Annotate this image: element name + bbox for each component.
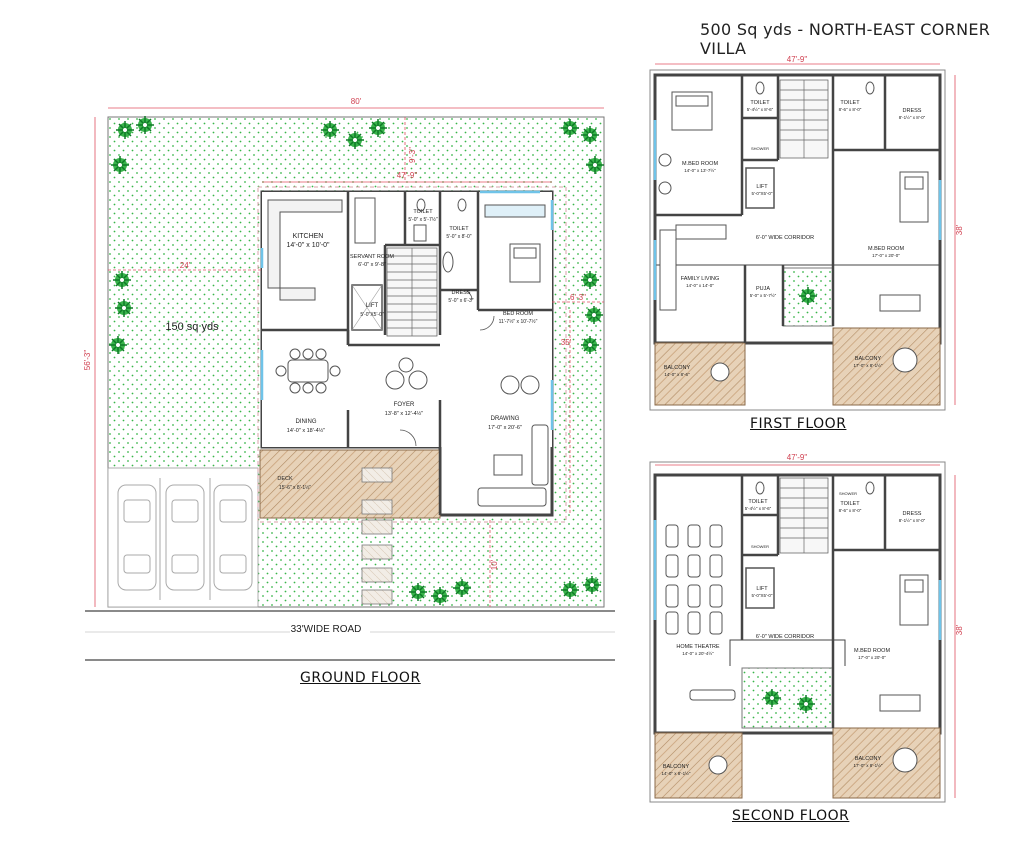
sf-balcony-right bbox=[832, 727, 941, 799]
sf-walls bbox=[740, 475, 940, 728]
ff-balcony-right bbox=[832, 327, 941, 406]
second-floor-plan bbox=[649, 461, 956, 803]
staircase bbox=[386, 247, 438, 337]
interior-walls bbox=[262, 192, 552, 515]
sf-balcony-left bbox=[654, 732, 743, 799]
theatre-seats bbox=[665, 524, 929, 775]
sheet-title: 500 Sq yds - NORTH-EAST CORNER VILLA bbox=[700, 20, 991, 58]
dimension-lines bbox=[94, 107, 604, 607]
drawing-sofa bbox=[477, 424, 549, 507]
parking-area bbox=[107, 467, 259, 608]
first-floor-plan bbox=[649, 63, 956, 411]
deck bbox=[259, 449, 441, 519]
ground-floor-label: GROUND FLOOR bbox=[300, 670, 421, 686]
parked-cars bbox=[117, 478, 253, 600]
stepping-stones bbox=[361, 467, 393, 605]
ground-floor-plan bbox=[85, 107, 615, 661]
ff-walls bbox=[655, 75, 940, 343]
first-floor-label: FIRST FLOOR bbox=[750, 416, 847, 432]
ff-balcony-left bbox=[654, 342, 746, 406]
dining-table bbox=[275, 348, 341, 394]
second-floor-label: SECOND FLOOR bbox=[732, 808, 850, 824]
